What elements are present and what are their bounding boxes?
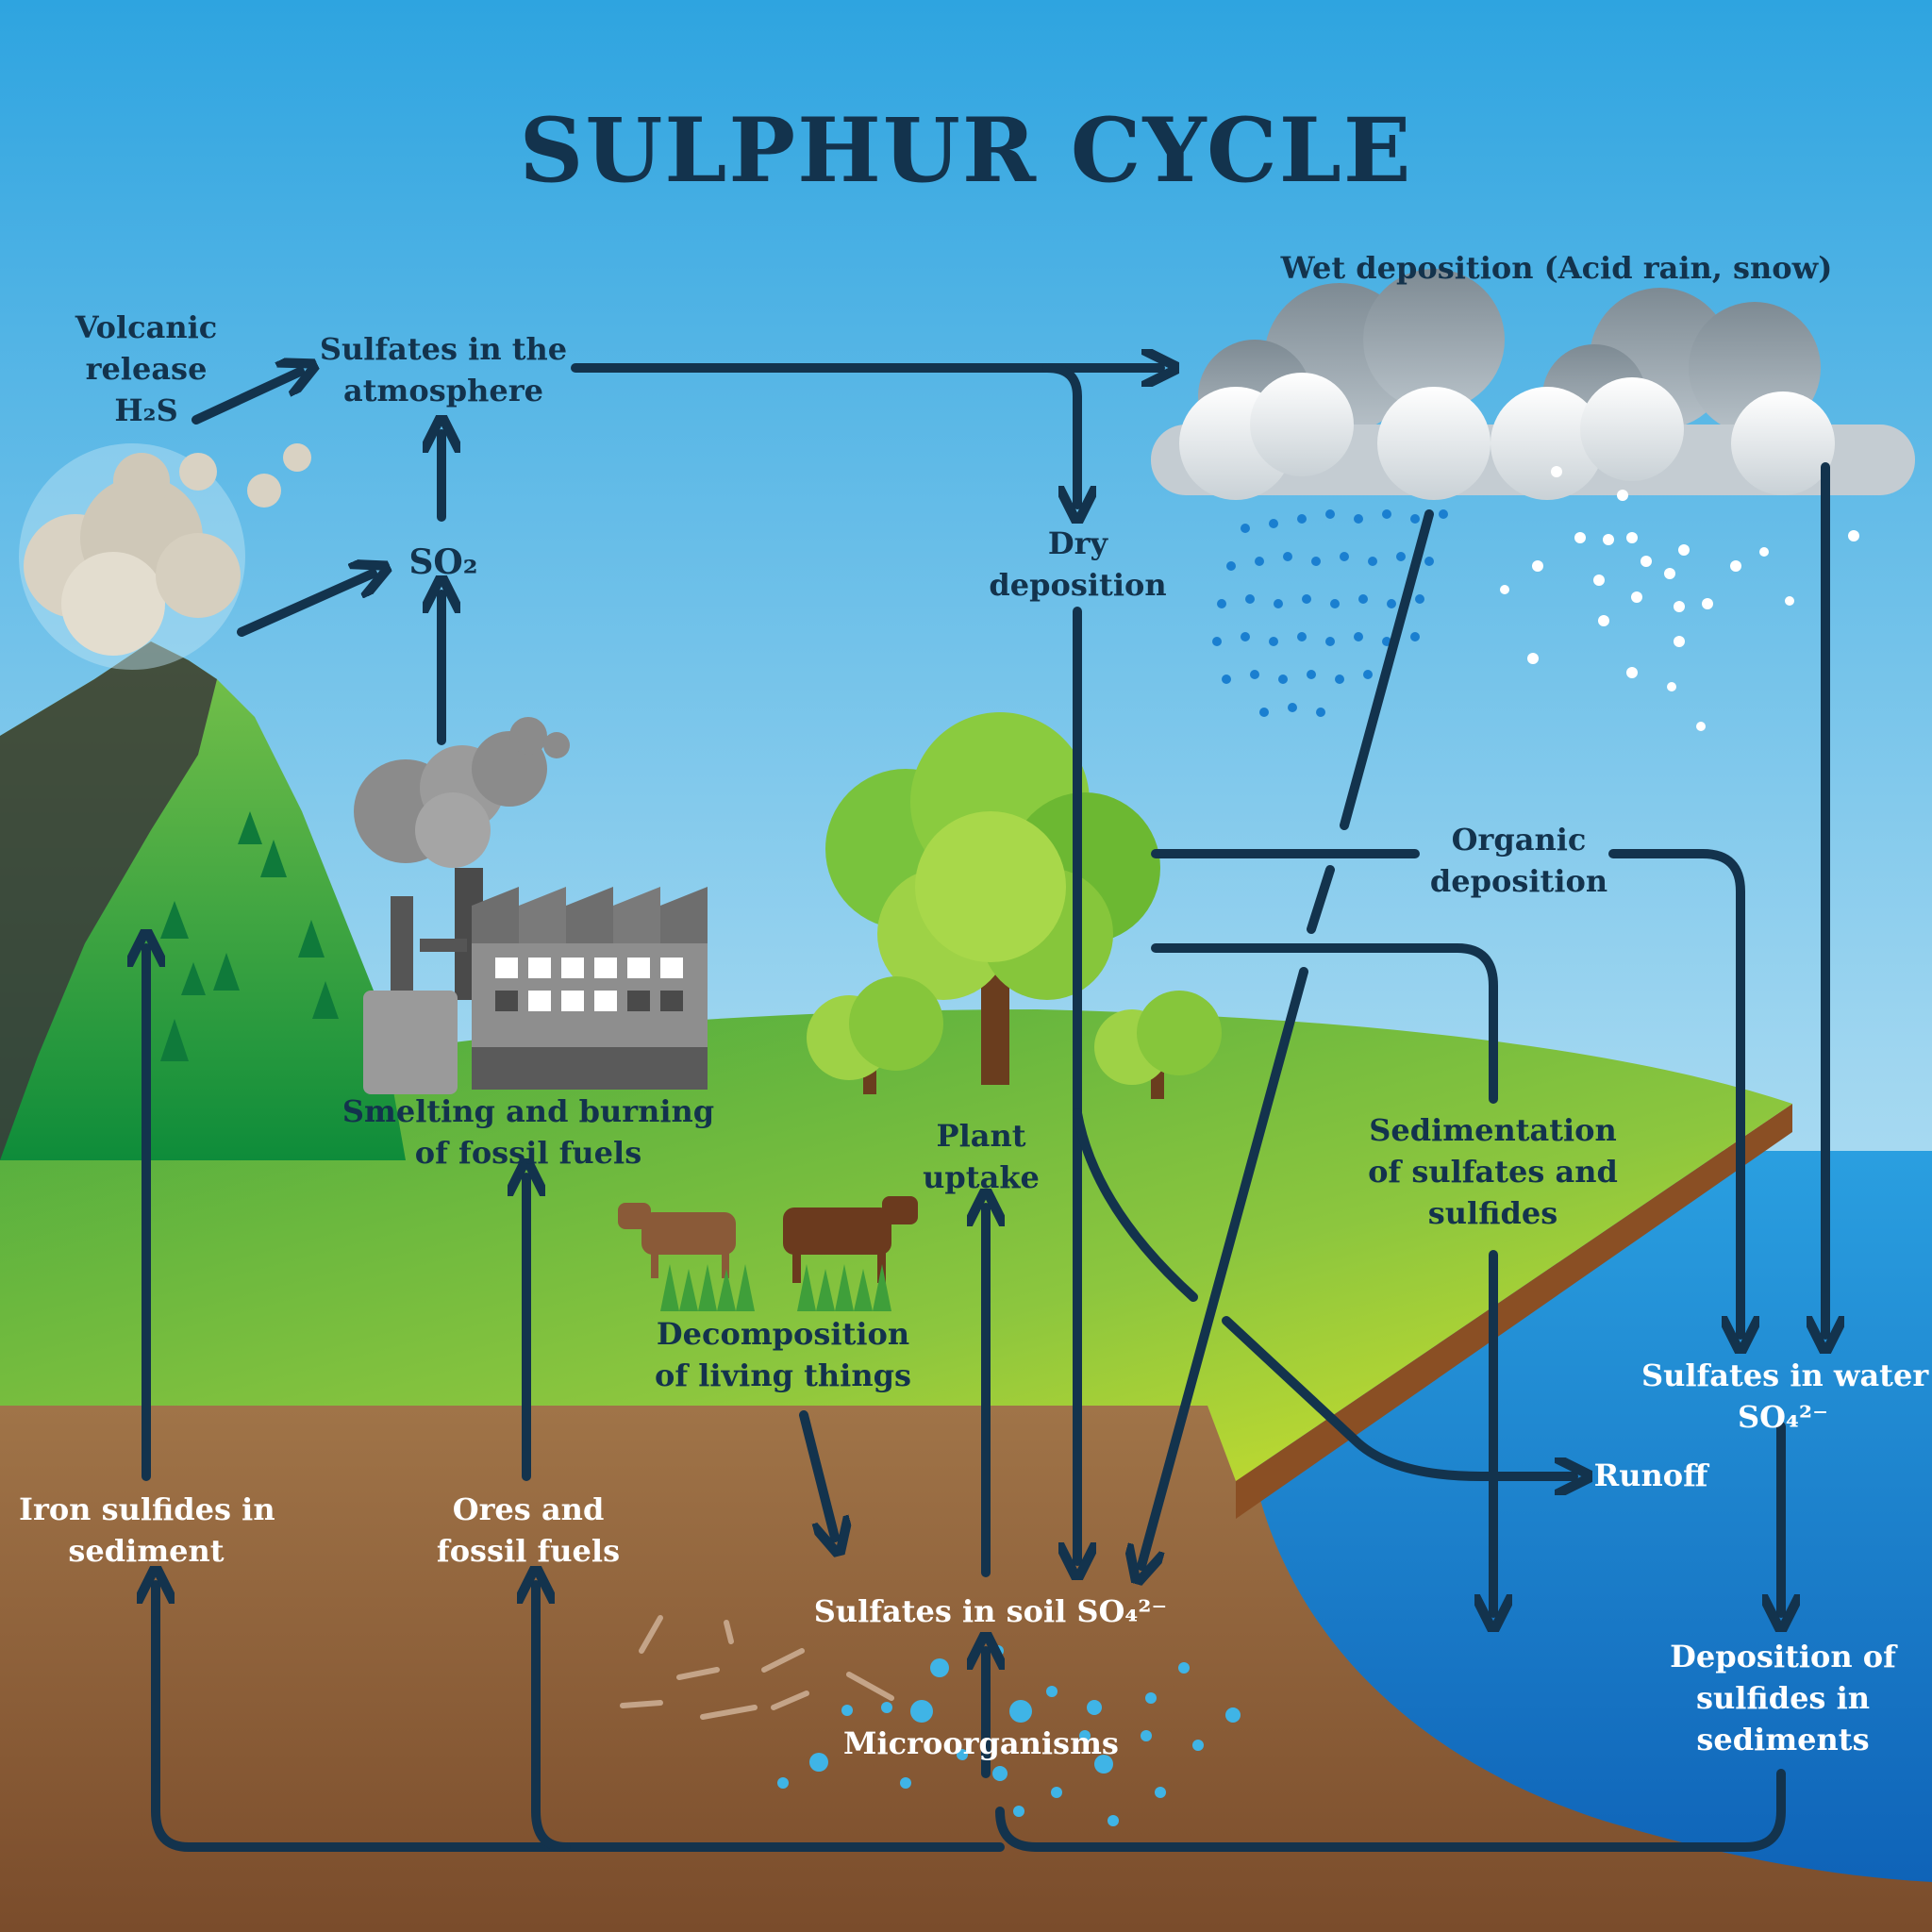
label-plant-uptake: Plant uptake	[906, 1115, 1057, 1198]
label-sulfates-soil: Sulfates in soil SO₄²⁻	[813, 1593, 1168, 1629]
label-decomposition: Decomposition of living things	[651, 1313, 915, 1396]
label-sulfates-water-line-2: SO₄²⁻	[1738, 1399, 1828, 1435]
label-deposition-line-2: sulfides in	[1695, 1680, 1870, 1716]
arrow-runoff-curve-upper	[1073, 1108, 1198, 1302]
label-plant-line-2: uptake	[923, 1159, 1040, 1195]
arrow-rain-middle	[1307, 865, 1335, 934]
label-volcanic-line-3: H₂S	[114, 392, 178, 428]
snow-flakes	[1500, 466, 1859, 731]
label-iron-sulfides: Iron sulfides in sediment	[19, 1489, 275, 1572]
label-runoff: Runoff	[1593, 1457, 1708, 1493]
clouds	[1151, 269, 1915, 500]
label-decomposition-line-2: of living things	[655, 1357, 911, 1393]
label-sedimentation: Sedimentation of sulfates and sulfides	[1358, 1109, 1627, 1234]
label-so2: SO₂	[408, 542, 478, 582]
label-deposition-sulfides: Deposition of sulfides in sediments	[1641, 1636, 1924, 1760]
label-sedimentation-line-1: Sedimentation	[1369, 1112, 1617, 1148]
label-sedimentation-line-2: of sulfates and	[1368, 1154, 1618, 1190]
label-smelting-line-1: Smelting and burning	[341, 1093, 715, 1129]
cows	[618, 1196, 918, 1311]
soil	[0, 1406, 1932, 1932]
label-sulfates-atmosphere-line-2: atmosphere	[343, 373, 543, 408]
label-plant-line-1: Plant	[936, 1118, 1026, 1154]
label-sulfates-water-line-1: Sulfates in water	[1641, 1357, 1929, 1393]
arrow-organic-to-water	[1608, 849, 1740, 1335]
arrow-volcano-to-so2	[237, 574, 373, 637]
label-dry-line-2: deposition	[989, 567, 1167, 603]
label-deposition-line-3: sediments	[1696, 1722, 1870, 1757]
pine-trees	[160, 811, 339, 1061]
rain-drops	[1212, 509, 1448, 717]
label-volcanic-release: Volcanic release H₂S	[57, 307, 236, 431]
label-organic-line-2: deposition	[1429, 863, 1608, 899]
arrow-bottom-loop-to-ores	[536, 1585, 571, 1852]
label-organic-deposition: Organic deposition	[1406, 819, 1632, 902]
arrow-decomposition-to-soil	[799, 1410, 835, 1538]
factory	[354, 717, 708, 1094]
label-iron-line-2: sediment	[68, 1533, 225, 1569]
label-iron-line-1: Iron sulfides in	[19, 1491, 275, 1527]
label-organic-line-1: Organic	[1451, 822, 1587, 858]
label-sedimentation-line-3: sulfides	[1427, 1195, 1558, 1231]
label-ores-line-1: Ores and	[452, 1491, 605, 1527]
page-title: SULPHUR CYCLE	[519, 99, 1413, 203]
arrow-bottom-loop-to-iron	[156, 1585, 1005, 1852]
label-microorganisms: Microorganisms	[843, 1725, 1119, 1761]
label-ores-line-2: fossil fuels	[436, 1533, 621, 1569]
arrow-dry-deposition	[1042, 363, 1077, 505]
cliff-edge	[1236, 1104, 1792, 1519]
label-smelting: Smelting and burning of fossil fuels	[335, 1091, 722, 1174]
label-dry-line-1: Dry	[1047, 525, 1108, 561]
grassland	[0, 1009, 1792, 1481]
label-wet-deposition: Wet deposition (Acid rain, snow)	[1280, 250, 1833, 286]
trees	[807, 712, 1222, 1099]
label-volcanic-line-2: release	[85, 351, 208, 387]
label-dry-deposition: Dry deposition	[972, 523, 1184, 606]
label-deposition-line-1: Deposition of	[1670, 1639, 1896, 1674]
volcano-smoke	[19, 443, 311, 670]
volcano-rock	[0, 641, 217, 1160]
label-sulfates-atmosphere-line-1: Sulfates in the	[319, 331, 568, 367]
label-decomposition-line-1: Decomposition	[656, 1316, 910, 1352]
arrow-rain-to-soil	[1141, 967, 1308, 1566]
label-sulfates-water: Sulfates in water SO₄²⁻	[1641, 1355, 1929, 1438]
label-volcanic-line-1: Volcanic	[75, 309, 218, 345]
label-ores: Ores and fossil fuels	[429, 1489, 627, 1572]
arrows	[146, 363, 1825, 1852]
arrow-runoff	[1222, 1316, 1574, 1476]
arrow-sedimentation-top	[1151, 943, 1498, 1104]
label-sulfates-atmosphere: Sulfates in the atmosphere	[311, 328, 575, 411]
bones	[620, 1615, 894, 1720]
arrow-volcanic-to-atmosphere	[192, 372, 300, 425]
label-smelting-line-2: of fossil fuels	[414, 1135, 642, 1171]
arrow-rain-upper	[1340, 509, 1434, 830]
